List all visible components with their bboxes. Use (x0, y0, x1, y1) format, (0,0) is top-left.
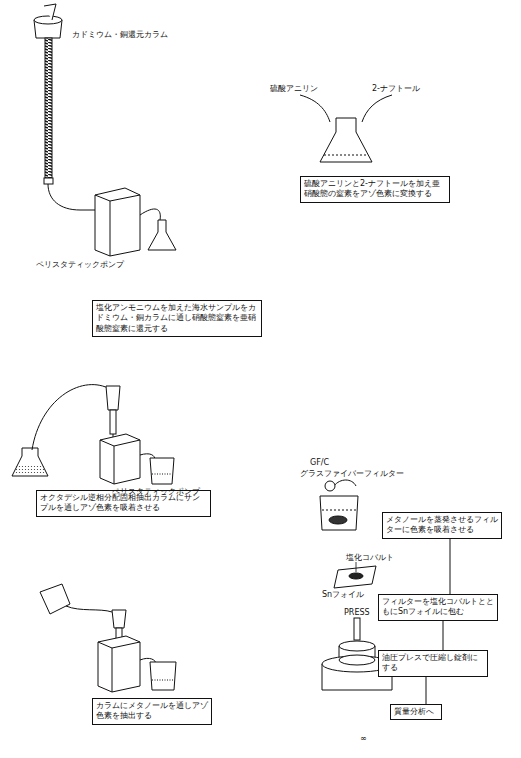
part-label: PRESS (344, 608, 370, 618)
part-label: Snフォイル (322, 590, 364, 600)
process-box: 質量分析へ (390, 704, 442, 720)
step-text: メタノールを蒸発させるフィルターに色素を吸着させる (386, 515, 498, 536)
step-text: 質量分析へ (394, 707, 438, 717)
process-box: メタノールを蒸発させるフィルターに色素を吸着させる (382, 512, 502, 539)
process-box: 硫酸アニリンと2-ナフトールを加え亜硝酸態の窒素をアゾ色素に変換する (300, 176, 450, 203)
step-text: 塩化アンモニウムを加えた海水サンプルをカドミウム・銅カラムに通し硝酸態窒素を亜硝… (96, 303, 258, 334)
step-text: オクタデシル逆相分配固相抽出カラムにサンプルを通しアゾ色素を吸着させる (40, 493, 207, 514)
part-label: 塩化コバルト (346, 553, 394, 563)
part-label: ペリスタティックポンプ (36, 260, 124, 270)
part-label: ペリスタティックポンプ (112, 487, 200, 497)
process-box: 油圧プレスで圧縮し錠剤にする (378, 650, 488, 677)
process-box: 塩化アンモニウムを加えた海水サンプルをカドミウム・銅カラムに通し硝酸態窒素を亜硝… (92, 300, 262, 337)
process-box: フィルターを塩化コバルトとともにSnフォイルに包む (378, 594, 498, 621)
part-label: 硫酸アニリン (270, 84, 318, 94)
part-label: ∞ (360, 734, 367, 744)
flow-connector (426, 677, 427, 704)
flow-connector (443, 621, 444, 650)
process-box: カラムにメタノールを通しアゾ色素を抽出する (92, 698, 212, 725)
step-text: カラムにメタノールを通しアゾ色素を抽出する (96, 701, 208, 722)
flow-connector (450, 539, 451, 594)
step-text: フィルターを塩化コバルトとともにSnフォイルに包む (382, 597, 494, 618)
part-label: GF/C (310, 458, 329, 468)
step-text: 油圧プレスで圧縮し錠剤にする (382, 653, 484, 674)
part-label: カドミウム・銅還元カラム (72, 30, 168, 40)
step-text: 硫酸アニリンと2-ナフトールを加え亜硝酸態の窒素をアゾ色素に変換する (304, 179, 446, 200)
part-label: グラスファイバーフィルター (300, 469, 404, 479)
part-label: 2-ナフトール (372, 84, 420, 94)
